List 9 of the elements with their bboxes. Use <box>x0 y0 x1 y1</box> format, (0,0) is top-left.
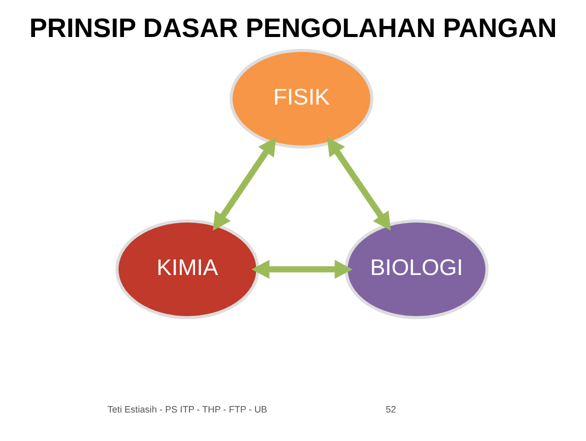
arrow <box>250 260 352 279</box>
diagram-title: PRINSIP DASAR PENGOLAHAN PANGAN <box>28 12 556 43</box>
label: 52 <box>385 404 396 414</box>
node-ellipse: KIMIA <box>114 219 259 320</box>
node-ellipse: FISIK <box>229 48 373 149</box>
arrow <box>212 137 276 231</box>
arrow <box>326 137 390 231</box>
node-ellipse: BIOLOGI <box>344 219 488 320</box>
label: Teti Estiasih - PS ITP - THP - FTP - UB <box>107 404 267 414</box>
